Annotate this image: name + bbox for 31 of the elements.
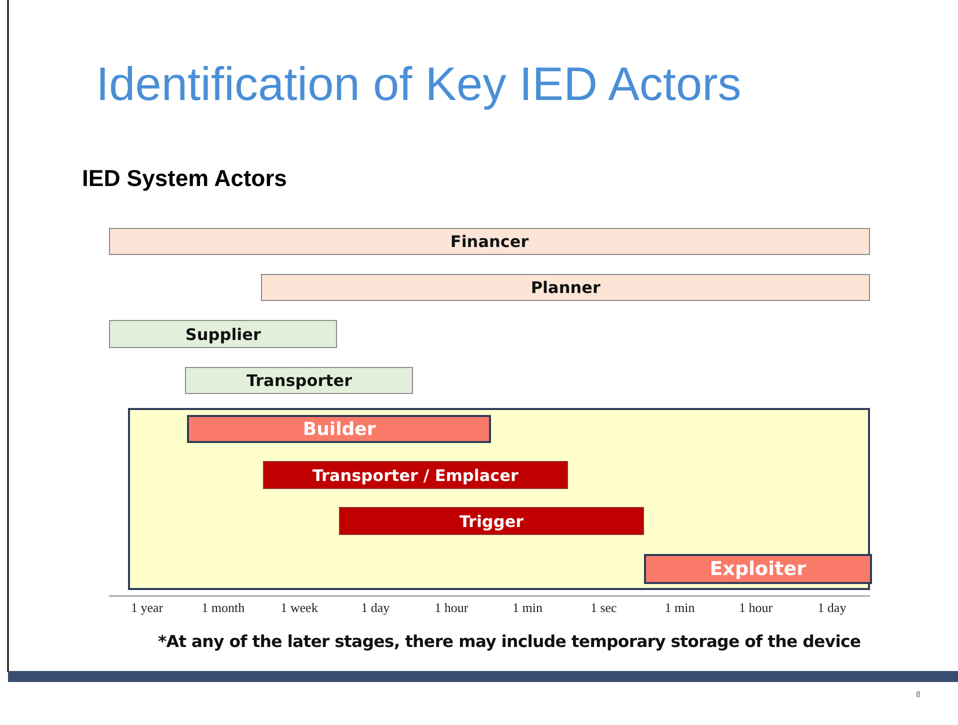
actor-label: Transporter (246, 371, 352, 390)
axis-tick-label: 1 min (512, 600, 544, 616)
actor-label: Transporter / Emplacer (312, 466, 518, 484)
timeline-bar (109, 228, 870, 255)
actor-label: Planner (530, 278, 600, 297)
axis-tick-label: 1 day (360, 600, 391, 616)
axis-tick-label: 1 hour (738, 600, 774, 616)
actor-label: Supplier (185, 324, 261, 344)
timeline-bar (185, 367, 414, 394)
axis-tick-label: 1 min (664, 600, 696, 616)
axis-tick-label: 1 year (130, 600, 164, 616)
highlight-panel (128, 408, 870, 590)
footnote: *At any of the later stages, there may include temporary storage of the device (158, 632, 861, 651)
axis-tick-label: 1 hour (434, 600, 470, 616)
slide-title: Identification of Key IED Actors (96, 56, 742, 111)
timeline-bar (263, 461, 568, 489)
timeline-bar (261, 274, 870, 301)
axis-tick-label: 1 month (200, 600, 246, 616)
actor-label: Financer (450, 232, 529, 251)
actor-label: Trigger (459, 512, 524, 530)
timeline-bar (109, 320, 338, 348)
axis-tick-label: 1 day (816, 600, 848, 616)
subtitle: IED System Actors (82, 165, 287, 192)
actor-label: Exploiter (710, 558, 806, 580)
axis-tick-label: 1 week (280, 600, 319, 616)
timeline-bar (339, 507, 644, 535)
page-number: 8 (916, 690, 920, 699)
timeline-bar (644, 554, 872, 584)
axis-tick-label: 1 sec (589, 600, 618, 616)
actor-label: Builder (302, 418, 376, 440)
timeline-bar (187, 415, 492, 443)
